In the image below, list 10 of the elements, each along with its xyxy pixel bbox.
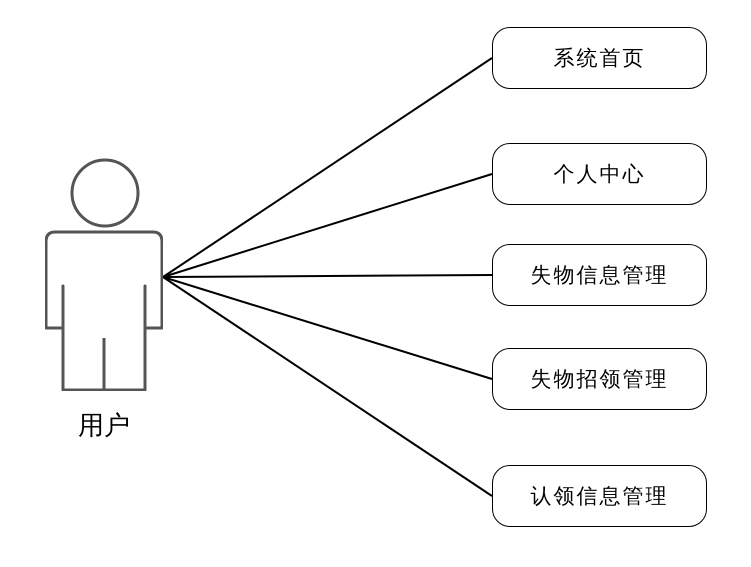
association-line (162, 276, 492, 380)
use-case-box: 个人中心 (492, 143, 707, 205)
association-line (162, 57, 493, 278)
actor-name: 用户 (78, 411, 130, 442)
use-case-box: 失物招领管理 (492, 348, 707, 410)
use-case-box: 认领信息管理 (492, 465, 707, 527)
use-case-box: 失物信息管理 (492, 244, 707, 306)
use-case-box: 系统首页 (492, 27, 707, 89)
association-line (162, 276, 493, 497)
association-line (162, 173, 492, 278)
